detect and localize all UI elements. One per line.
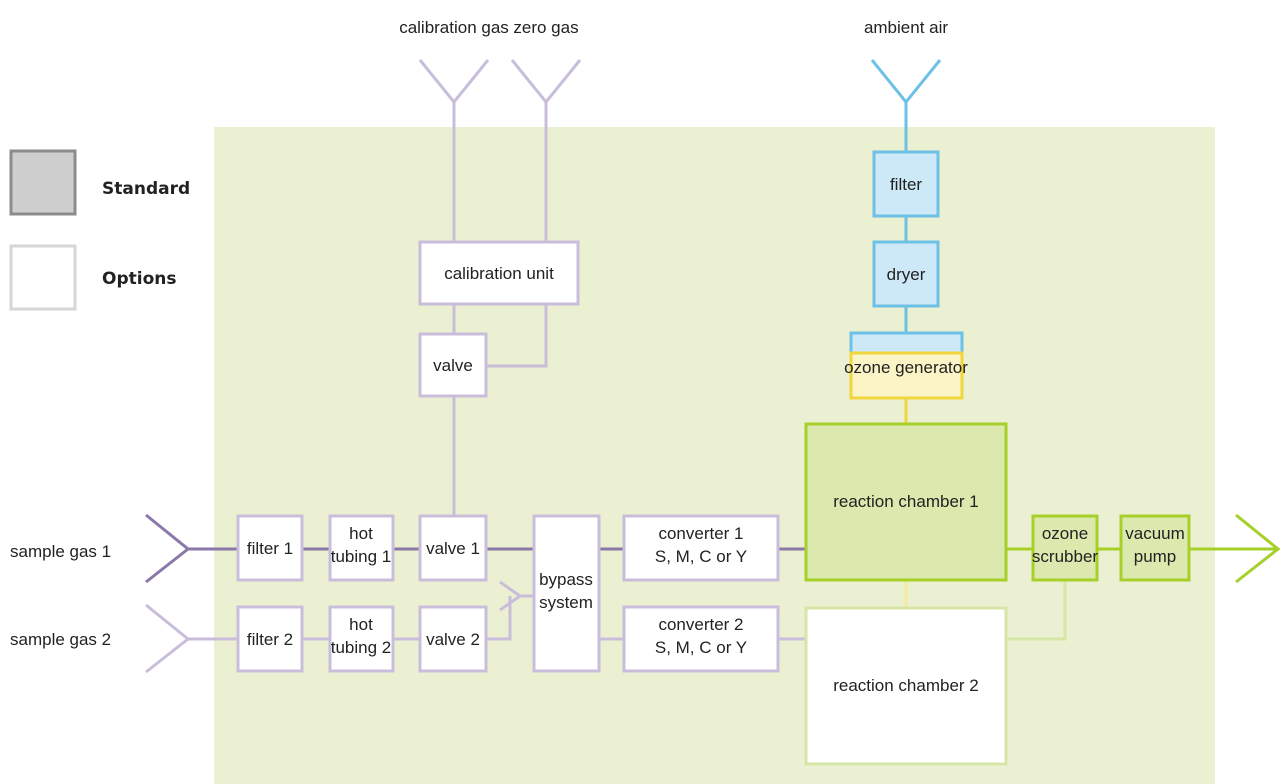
- ozone-generator-label: ozone generator: [844, 358, 968, 377]
- vacuum-pump-label-line1: vacuum: [1125, 524, 1185, 543]
- converter-1-label-line1: converter 1: [658, 524, 743, 543]
- converter-2-label-line1: converter 2: [658, 615, 743, 634]
- bypass-system-label-line1: bypass: [539, 570, 593, 589]
- air-filter-label: filter: [890, 175, 922, 194]
- legend-standard-swatch: [9, 149, 77, 216]
- sample-gas-2-line: [145, 580, 806, 674]
- ozone-scrubber-label-line1: ozone: [1042, 524, 1088, 543]
- hot-tubing-2-block: [328, 605, 395, 673]
- ambient-air-label: ambient air: [864, 18, 948, 37]
- bypass-system-label-line2: system: [539, 593, 593, 612]
- dryer-label: dryer: [887, 265, 926, 284]
- converter-2-block: [622, 605, 780, 673]
- reaction-chamber-2-block: [804, 606, 1008, 766]
- converter-1-block: [622, 514, 780, 582]
- sample-gas-1-label: sample gas 1: [10, 542, 111, 561]
- reaction-chamber-1-block: [804, 422, 1008, 582]
- zero-gas-label: zero gas: [513, 18, 578, 37]
- sample-gas-1-line: [145, 513, 806, 584]
- reaction-chamber-2-label: reaction chamber 2: [833, 676, 979, 695]
- filter-2-label: filter 2: [247, 630, 293, 649]
- valve-block: [418, 332, 488, 398]
- valve-label: valve: [433, 356, 473, 375]
- converter-2-label-line2: S, M, C or Y: [655, 638, 747, 657]
- hot-tubing-1-label-line2: tubing 1: [331, 547, 392, 566]
- valve-1-label: valve 1: [426, 539, 480, 558]
- legend-options-label: Options: [102, 269, 176, 289]
- hot-tubing-2-label-line1: hot: [349, 615, 373, 634]
- valve-2-block: [418, 605, 488, 673]
- calibration-unit-block: [418, 240, 580, 306]
- filter-1-label: filter 1: [247, 539, 293, 558]
- ozone-generator-top: [849, 331, 964, 355]
- zero-gas-inlet: [510, 59, 582, 242]
- filter-2-block: [236, 605, 304, 673]
- reaction-chamber-1-label: reaction chamber 1: [833, 492, 979, 511]
- hot-tubing-2-label-line2: tubing 2: [331, 638, 392, 657]
- ambient-air-inlet: [870, 59, 942, 333]
- air-filter-block: [872, 150, 940, 218]
- sample-gas-2-label: sample gas 2: [10, 630, 111, 649]
- valve-2-label: valve 2: [426, 630, 480, 649]
- ozone-scrubber-label-line2: scrubber: [1032, 547, 1098, 566]
- vacuum-pump-label-line2: pump: [1134, 547, 1177, 566]
- calibration-gas-inlet: [418, 59, 490, 242]
- ozone-scrubber-block: [1031, 514, 1099, 582]
- hot-tubing-1-label-line1: hot: [349, 524, 373, 543]
- ozone-generator-block: [849, 351, 964, 400]
- hot-tubing-1-block: [328, 514, 395, 582]
- chamber-2-exhaust-line: [1006, 580, 1067, 641]
- legend-standard-label: Standard: [102, 179, 190, 199]
- legend-options-swatch: [9, 244, 77, 311]
- calibration-gas-label: calibration gas: [399, 18, 509, 37]
- bypass-system-block: [532, 514, 601, 673]
- filter-1-block: [236, 514, 304, 582]
- dryer-block: [872, 240, 940, 308]
- vacuum-pump-block: [1119, 514, 1191, 582]
- converter-1-label-line2: S, M, C or Y: [655, 547, 747, 566]
- calibration-valve-lines: [452, 304, 548, 516]
- exhaust-line: [1006, 513, 1281, 584]
- valve-1-block: [418, 514, 488, 582]
- diagram-panel: [214, 127, 1215, 784]
- calibration-unit-label: calibration unit: [444, 264, 554, 283]
